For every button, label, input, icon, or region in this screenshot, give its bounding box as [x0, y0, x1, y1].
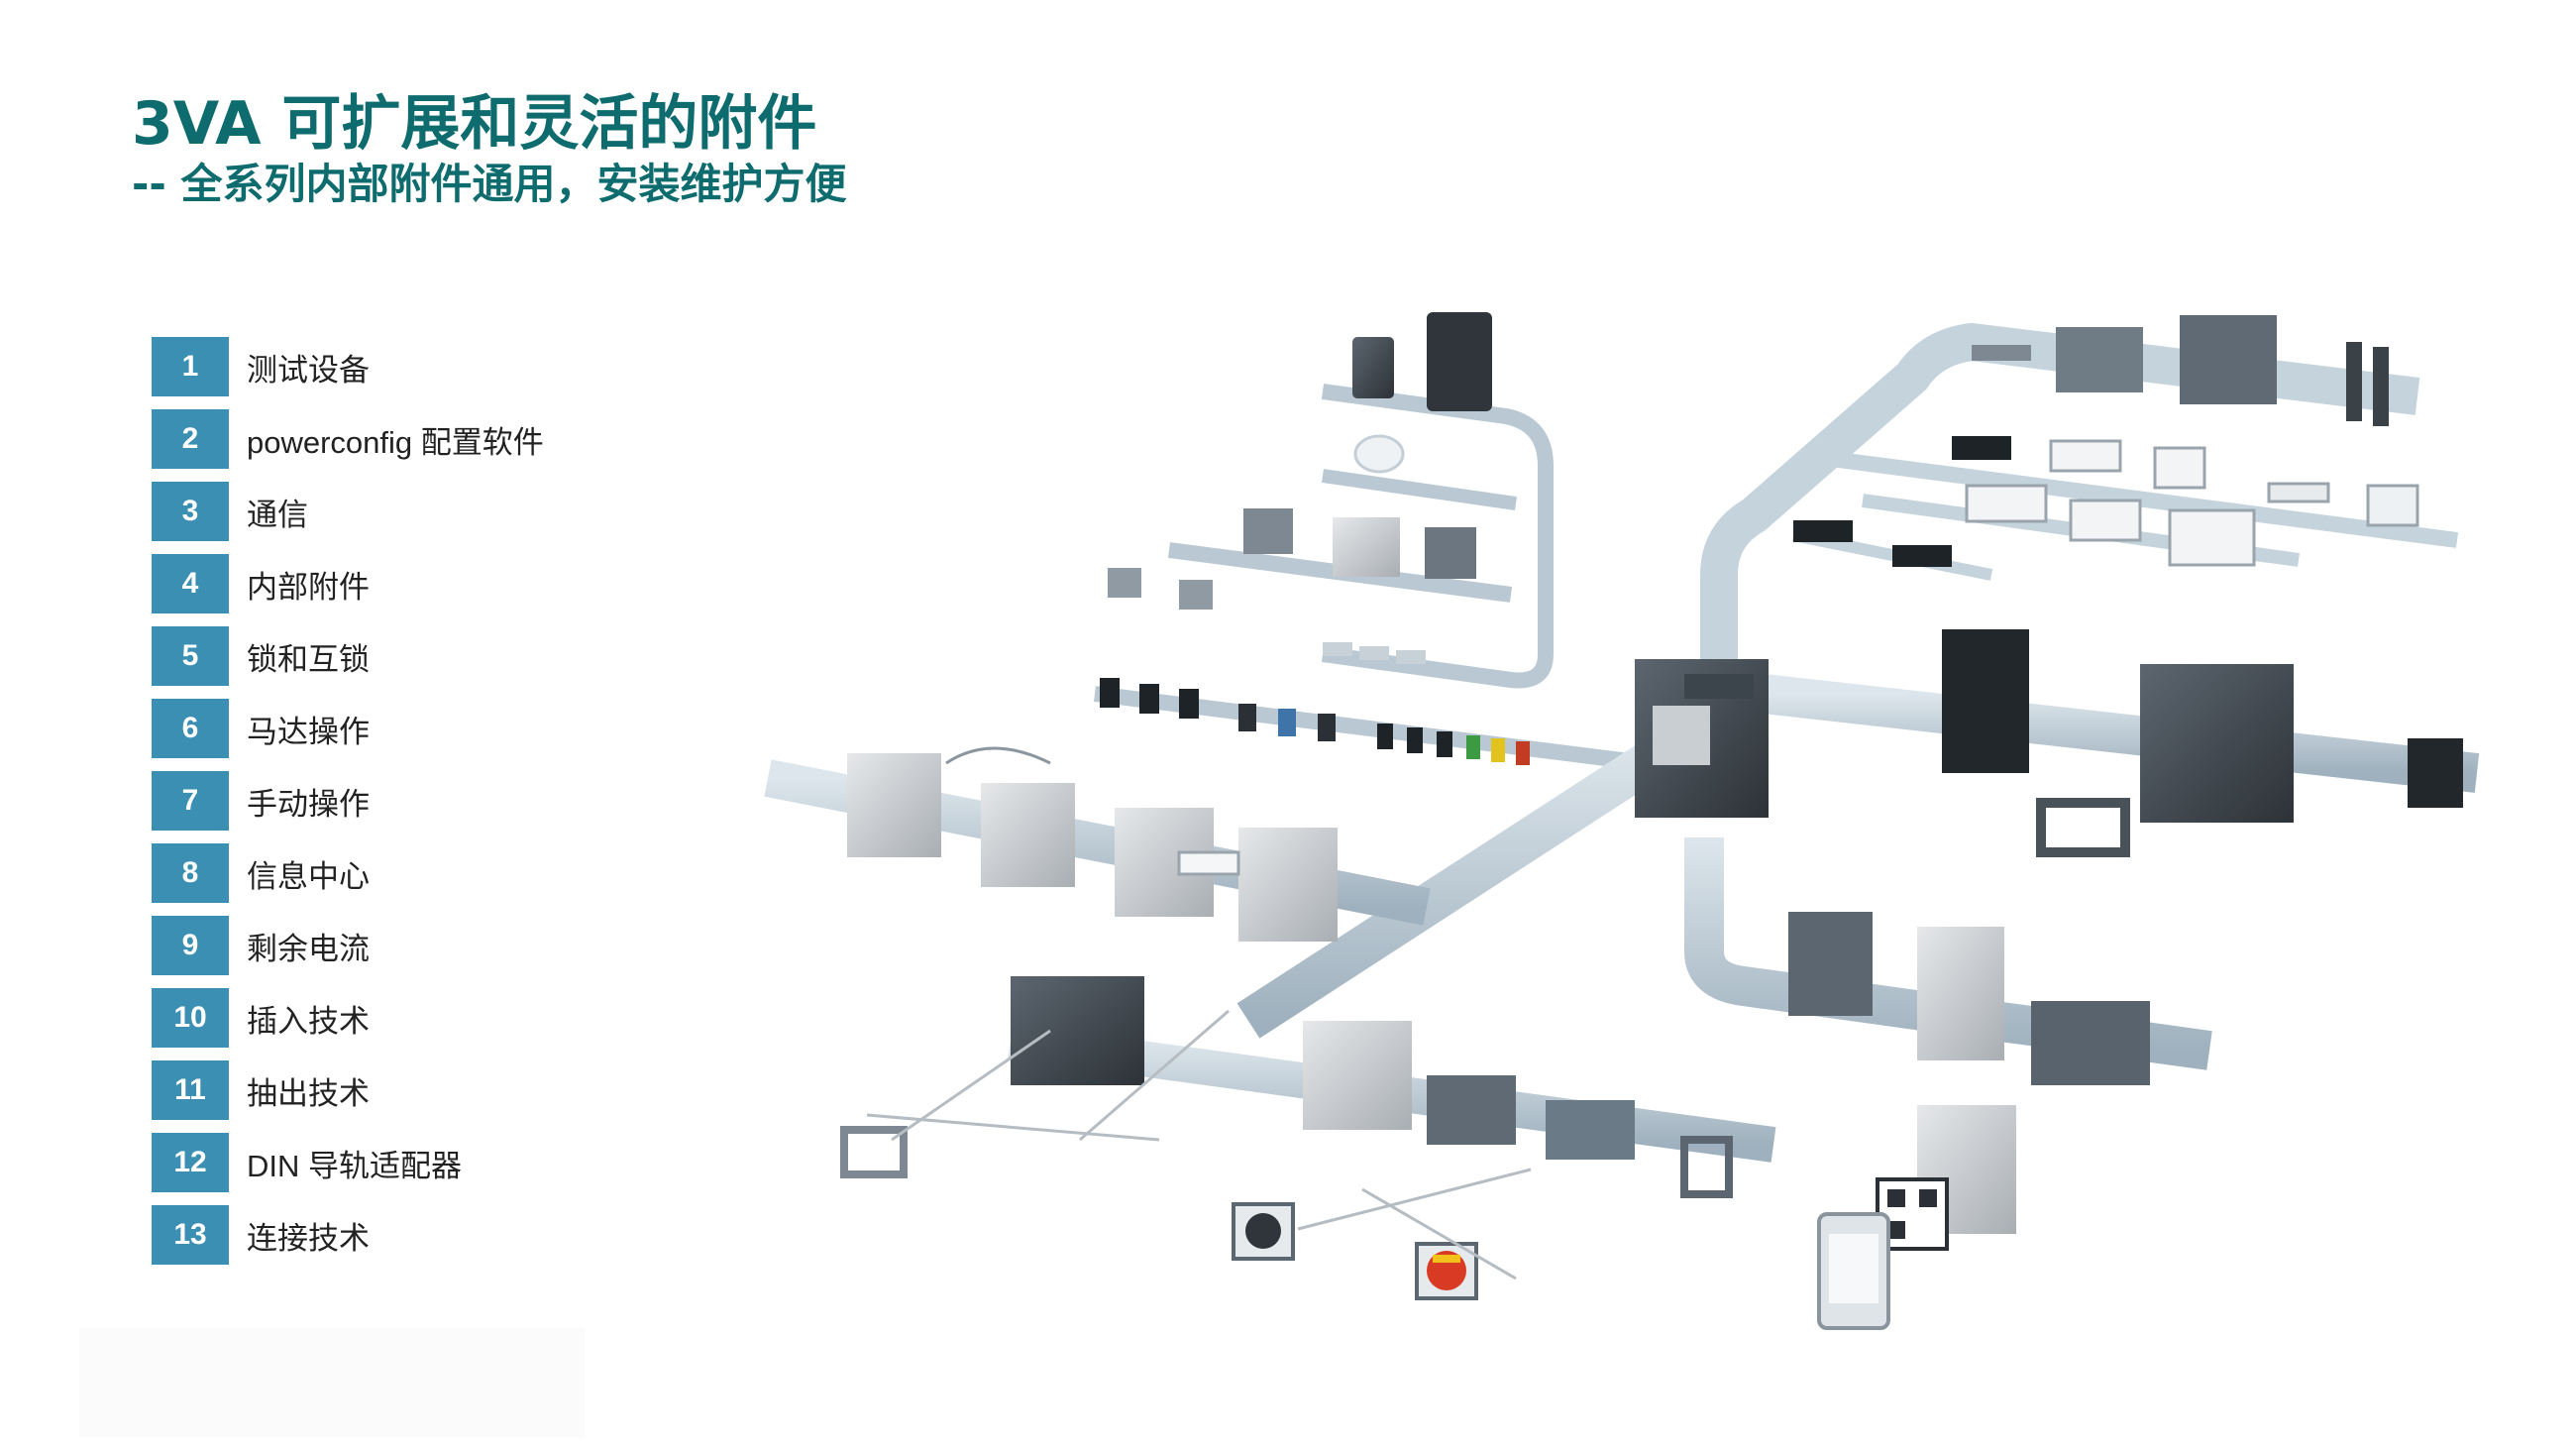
legend-item-13: 13 连接技术 — [152, 1205, 370, 1265]
legend-number-badge: 10 — [152, 988, 229, 1048]
legend-number-badge: 13 — [152, 1205, 229, 1265]
communication-module-icon — [1243, 508, 1293, 554]
legend-label: 测试设备 — [247, 352, 370, 389]
rail-network — [764, 322, 2480, 1163]
accessory-system-illustration — [764, 312, 2480, 1330]
legend-item-12: 12 DIN 导轨适配器 — [152, 1133, 462, 1192]
legend-item-2: 2 powerconfig 配置软件 — [152, 409, 544, 469]
legend-item-7: 7 手动操作 — [152, 771, 370, 831]
legend-item-9: 9 剩余电流 — [152, 916, 370, 975]
faint-background-patch — [79, 1328, 585, 1437]
legend-label: 连接技术 — [247, 1220, 370, 1257]
manual-operator-group — [840, 976, 1733, 1300]
motor-operator-group — [847, 746, 1338, 942]
legend-item-5: 5 锁和互锁 — [152, 626, 370, 686]
software-disc-icon — [1353, 434, 1405, 474]
communication-module-icon — [1333, 517, 1400, 577]
page-title: 3VA 可扩展和灵活的附件 — [132, 89, 817, 159]
legend-label: 剩余电流 — [247, 931, 370, 967]
internal-accessories-row — [1093, 678, 1647, 771]
communication-module-icon — [1425, 527, 1476, 579]
central-breaker-3va — [1635, 659, 1769, 818]
legend-label: 插入技术 — [247, 1003, 370, 1040]
legend-number-badge: 11 — [152, 1060, 229, 1120]
legend-label: 抽出技术 — [247, 1075, 370, 1112]
legend-label: 信息中心 — [247, 858, 370, 895]
residual-current-group — [1788, 912, 2150, 1085]
legend-number-badge: 2 — [152, 409, 229, 469]
legend-item-11: 11 抽出技术 — [152, 1060, 370, 1120]
legend-label: 马达操作 — [247, 714, 370, 750]
legend-item-10: 10 插入技术 — [152, 988, 370, 1048]
legend-item-6: 6 马达操作 — [152, 699, 370, 758]
connection-technology-group — [1793, 315, 2419, 567]
legend-number-badge: 8 — [152, 843, 229, 903]
legend-label: 锁和互锁 — [247, 641, 370, 678]
legend-label: 通信 — [247, 497, 308, 533]
plug-in-and-withdrawable-group — [1942, 629, 2463, 857]
legend-number-badge: 9 — [152, 916, 229, 975]
communication-module-icon — [1179, 580, 1213, 610]
test-device-icon — [1427, 312, 1492, 411]
communication-module-icon — [1108, 568, 1141, 598]
test-device-icon — [1352, 337, 1394, 398]
legend-item-8: 8 信息中心 — [152, 843, 370, 903]
legend-label: powerconfig 配置软件 — [247, 424, 544, 460]
legend-label: 内部附件 — [247, 569, 370, 606]
legend-number-badge: 12 — [152, 1133, 229, 1192]
legend-number-badge: 3 — [152, 482, 229, 541]
test-equipment-shelf — [1108, 312, 1554, 689]
legend-label: 手动操作 — [247, 786, 370, 823]
legend-number-badge: 6 — [152, 699, 229, 758]
legend-item-3: 3 通信 — [152, 482, 308, 541]
legend-item-1: 1 测试设备 — [152, 337, 370, 396]
legend-item-4: 4 内部附件 — [152, 554, 370, 613]
legend-label: DIN 导轨适配器 — [247, 1148, 462, 1183]
legend-number-badge: 1 — [152, 337, 229, 396]
legend-number-badge: 5 — [152, 626, 229, 686]
legend-number-badge: 7 — [152, 771, 229, 831]
page-subtitle: -- 全系列内部附件通用，安装维护方便 — [132, 160, 847, 208]
legend-number-badge: 4 — [152, 554, 229, 613]
information-center-group — [1817, 1105, 2016, 1330]
